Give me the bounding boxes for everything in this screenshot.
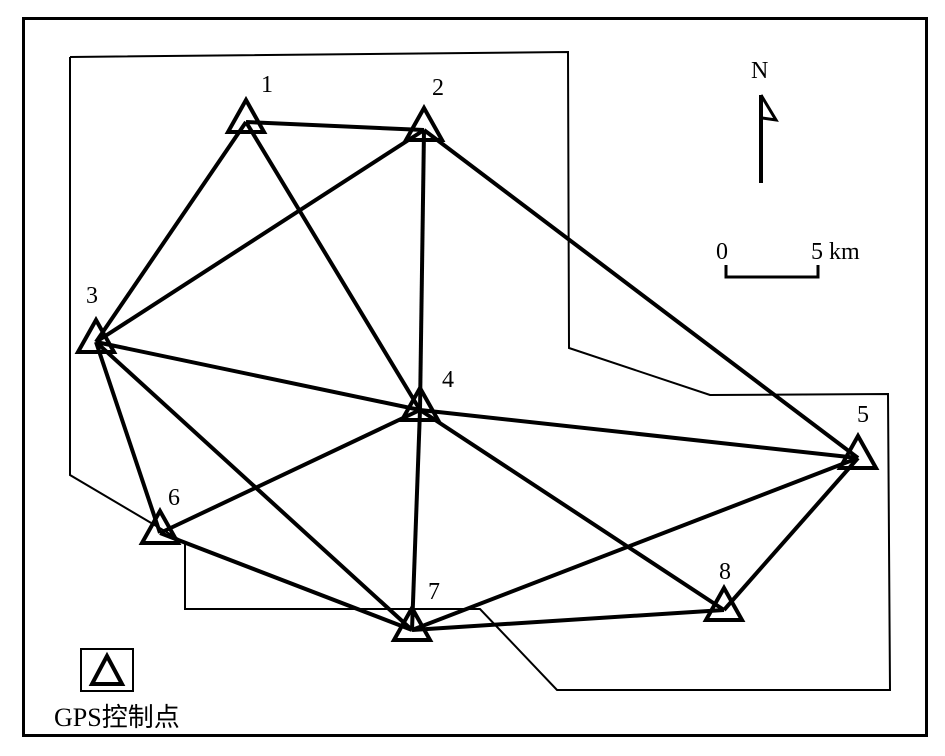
legend-label: GPS控制点 bbox=[54, 703, 180, 732]
edge-3-7 bbox=[94, 340, 414, 632]
point-label-5: 5 bbox=[857, 402, 869, 428]
edge-5-7 bbox=[411, 456, 859, 632]
scale-bar bbox=[724, 265, 820, 279]
network-edges bbox=[94, 120, 860, 632]
edge-4-8 bbox=[418, 408, 726, 612]
edge-2-5 bbox=[422, 128, 860, 460]
edge-3-4 bbox=[95, 340, 421, 412]
edge-1-4 bbox=[244, 120, 422, 412]
edge-4-7 bbox=[410, 409, 422, 631]
edge-1-2 bbox=[245, 120, 425, 132]
point-label-3: 3 bbox=[86, 283, 98, 309]
edge-6-7 bbox=[159, 531, 413, 632]
control-point-8-icon bbox=[702, 583, 746, 622]
legend-box bbox=[80, 648, 134, 692]
point-label-8: 8 bbox=[719, 559, 731, 585]
edge-1-3 bbox=[94, 120, 248, 344]
point-label-2: 2 bbox=[432, 75, 444, 101]
edge-7-8 bbox=[411, 608, 725, 632]
control-points bbox=[74, 95, 880, 642]
control-point-5-icon bbox=[836, 431, 880, 470]
legend-triangle-icon bbox=[88, 651, 126, 686]
point-label-1: 1 bbox=[261, 72, 273, 98]
control-point-6-icon bbox=[138, 506, 182, 545]
edge-3-6 bbox=[94, 341, 162, 534]
point-label-7: 7 bbox=[428, 579, 440, 605]
point-label-6: 6 bbox=[168, 485, 180, 511]
control-point-1-icon bbox=[224, 95, 268, 134]
control-point-3-icon bbox=[74, 315, 118, 354]
edge-2-3 bbox=[94, 128, 426, 344]
control-point-7-icon bbox=[390, 603, 434, 642]
north-label: N bbox=[751, 58, 769, 84]
study-area-boundary bbox=[69, 50, 892, 691]
edge-5-8 bbox=[722, 456, 860, 612]
north-arrow-icon bbox=[759, 94, 779, 183]
map-frame bbox=[22, 17, 928, 737]
edge-4-5 bbox=[419, 408, 859, 460]
scale-start-label: 0 bbox=[716, 239, 728, 265]
scale-end-label: 5 km bbox=[811, 239, 860, 265]
control-point-2-icon bbox=[402, 103, 446, 142]
edge-4-6 bbox=[159, 408, 421, 535]
edge-2-4 bbox=[418, 129, 426, 411]
control-point-4-icon bbox=[398, 383, 442, 422]
point-label-4: 4 bbox=[442, 367, 454, 393]
